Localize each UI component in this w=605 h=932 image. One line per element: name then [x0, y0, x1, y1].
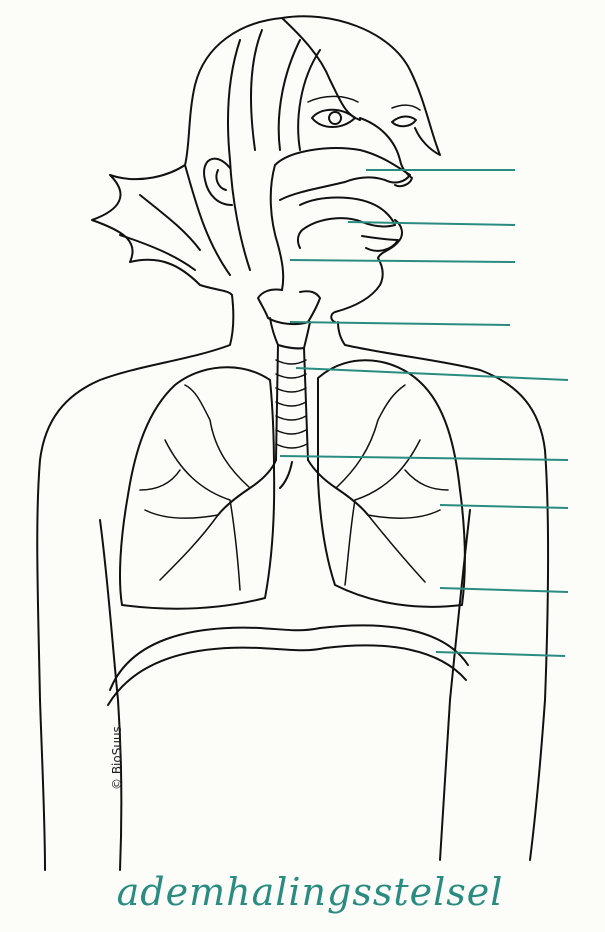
- label-line-trachea: [296, 368, 568, 380]
- page-title: ademhalingsstelsel: [100, 862, 520, 922]
- credit-signature: © BioSuus: [108, 720, 126, 790]
- bronchioles: [140, 385, 448, 590]
- label-line-bronchi: [280, 456, 568, 460]
- trachea: [276, 345, 308, 460]
- ear-outline: [204, 159, 232, 205]
- mouth-cavity: [298, 198, 398, 251]
- eye-right: [392, 116, 416, 126]
- throat: [258, 289, 320, 324]
- label-line-larynx: [290, 322, 510, 325]
- label-line-bronchioles: [440, 505, 568, 508]
- eyebrows: [308, 96, 420, 110]
- hair-outline: [92, 16, 440, 295]
- label-line-throat: [290, 260, 515, 262]
- diaphragm: [108, 625, 468, 705]
- label-lines: [280, 170, 568, 656]
- bronchi: [218, 460, 368, 515]
